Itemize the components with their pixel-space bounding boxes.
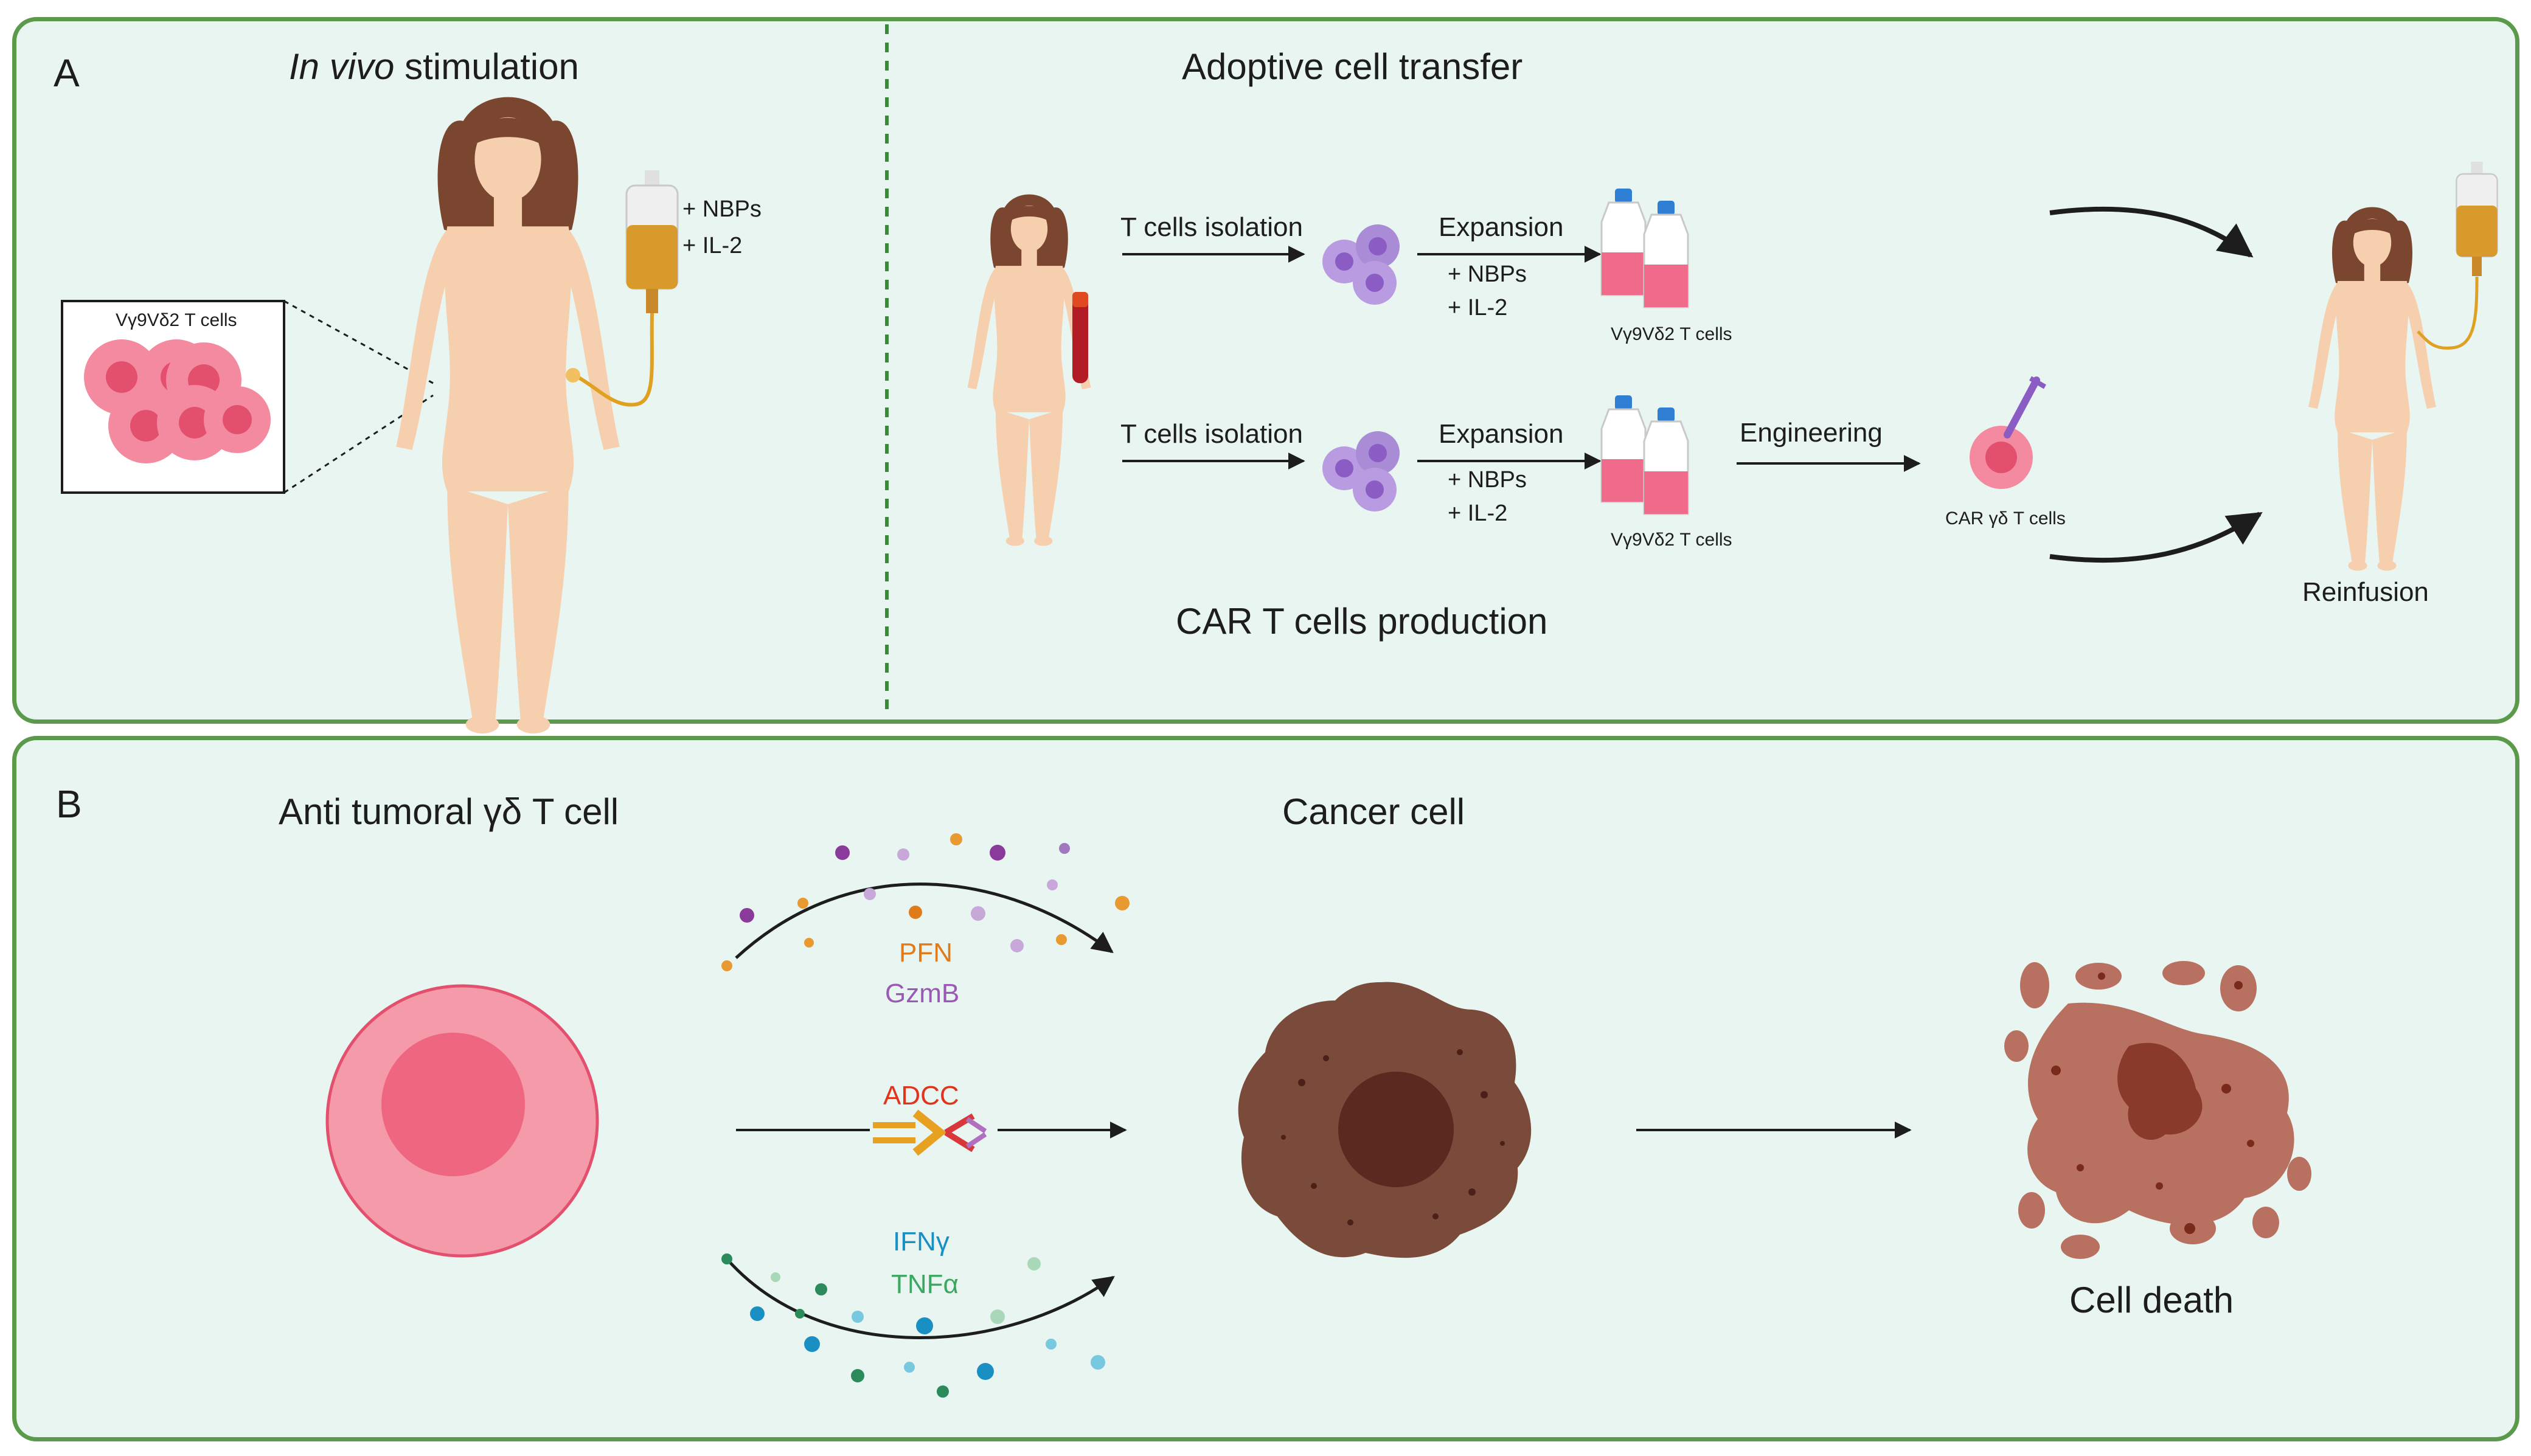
row2-nbps-label: + NBPs [1448,467,1527,493]
row2-isolation-label: T cells isolation [1120,419,1303,449]
antibody-icon [873,1109,987,1156]
t-cell-cluster-icon-row1 [1322,224,1400,305]
inset-label: Vγ9Vδ2 T cells [116,310,237,330]
car-production-label: CAR T cells production [1176,601,1548,642]
gd-t-cell-icon [325,984,599,1258]
pfn-label: PFN [899,938,953,968]
car-cell-label: CAR γδ T cells [1945,508,2066,529]
reinfusion-label: Reinfusion [2302,577,2429,607]
engineering-label: Engineering [1740,418,1883,448]
vg9vd2-cell-cluster-icon [84,339,271,463]
row1-flask-label: Vγ9Vδ2 T cells [1611,324,1732,344]
patient-figure-icon [396,97,620,733]
panel-b-letter: B [56,782,82,826]
iv-il2-label: + IL-2 [682,233,743,258]
row1-expansion-label: Expansion [1439,212,1564,242]
reinfusion-iv-bag-icon [2456,161,2498,277]
iv-tube [577,313,654,407]
flask-pair-icon-row1 [1600,187,1689,308]
in-vivo-title: In vivo stimulation [289,49,579,85]
cell-death-label: Cell death [2069,1280,2234,1320]
iv-nbps-label: + NBPs [682,196,762,222]
in-vivo-rest: stimulation [394,46,579,87]
row2-flask-label: Vγ9Vδ2 T cells [1611,530,1732,550]
blood-tube-icon [1072,292,1088,383]
flask-pair-icon-row2 [1600,394,1689,515]
adcc-label: ADCC [883,1081,959,1111]
adoptive-transfer-title: Adoptive cell transfer [1182,46,1523,87]
in-vivo-italic: In vivo [289,46,395,87]
ifng-label: IFNγ [893,1227,950,1257]
t-cell-title: Anti tumoral γδ T cell [279,791,619,832]
dead-cell-icon [2004,961,2311,1259]
panel-a [12,17,2519,724]
pfn-gzmb-particles [721,833,1130,971]
iv-bag-icon [625,169,679,314]
row1-nbps-label: + NBPs [1448,262,1527,287]
row1-il2-label: + IL-2 [1448,295,1508,321]
panel-a-letter: A [54,51,80,95]
t-cell-cluster-icon-row2 [1322,431,1400,511]
row1-isolation-label: T cells isolation [1120,212,1303,242]
row2-expansion-label: Expansion [1439,419,1564,449]
pfn-arrow [735,882,1114,959]
car-t-cell-icon [1970,376,2047,489]
tnfa-label: TNFα [891,1269,959,1299]
gzmb-label: GzmB [885,979,960,1008]
ifng-tnfa-particles [721,1253,1105,1398]
cancer-cell-icon [1238,982,1532,1258]
row2-il2-label: + IL-2 [1448,501,1508,526]
cancer-cell-title: Cancer cell [1282,791,1465,832]
ifng-arrow [726,1258,1115,1339]
reinfusion-figure-icon [2308,207,2436,571]
